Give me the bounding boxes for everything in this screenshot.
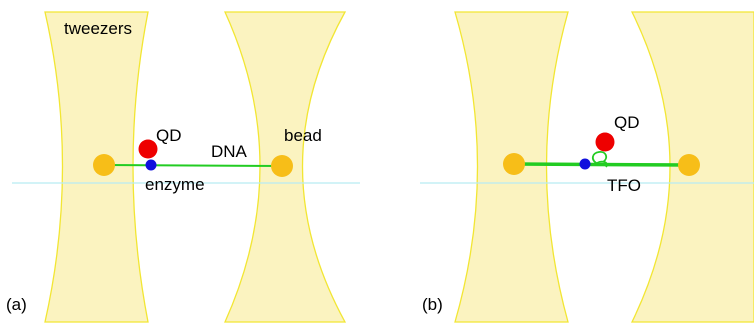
panel-b: QD TFO (b) bbox=[420, 12, 754, 322]
left-bead bbox=[503, 153, 525, 175]
panel-b-tag: (b) bbox=[422, 295, 443, 314]
enzyme-marker bbox=[146, 160, 157, 171]
tfo-label: TFO bbox=[607, 176, 641, 195]
dna-strand bbox=[514, 164, 689, 165]
quantum-dot bbox=[139, 140, 158, 159]
dna-label: DNA bbox=[211, 142, 248, 161]
qd-label: QD bbox=[156, 126, 182, 145]
panel-a: tweezers QD DNA bead enzyme (a) bbox=[6, 12, 360, 322]
tweezers-label: tweezers bbox=[64, 19, 132, 38]
quantum-dot bbox=[596, 133, 615, 152]
dna-strand bbox=[104, 165, 282, 166]
bead-label: bead bbox=[284, 126, 322, 145]
panel-a-tag: (a) bbox=[6, 295, 27, 314]
left-bead bbox=[93, 154, 115, 176]
right-bead bbox=[271, 155, 293, 177]
right-bead bbox=[678, 154, 700, 176]
enzyme-marker bbox=[580, 159, 591, 170]
enzyme-label: enzyme bbox=[145, 175, 205, 194]
qd-label: QD bbox=[614, 113, 640, 132]
